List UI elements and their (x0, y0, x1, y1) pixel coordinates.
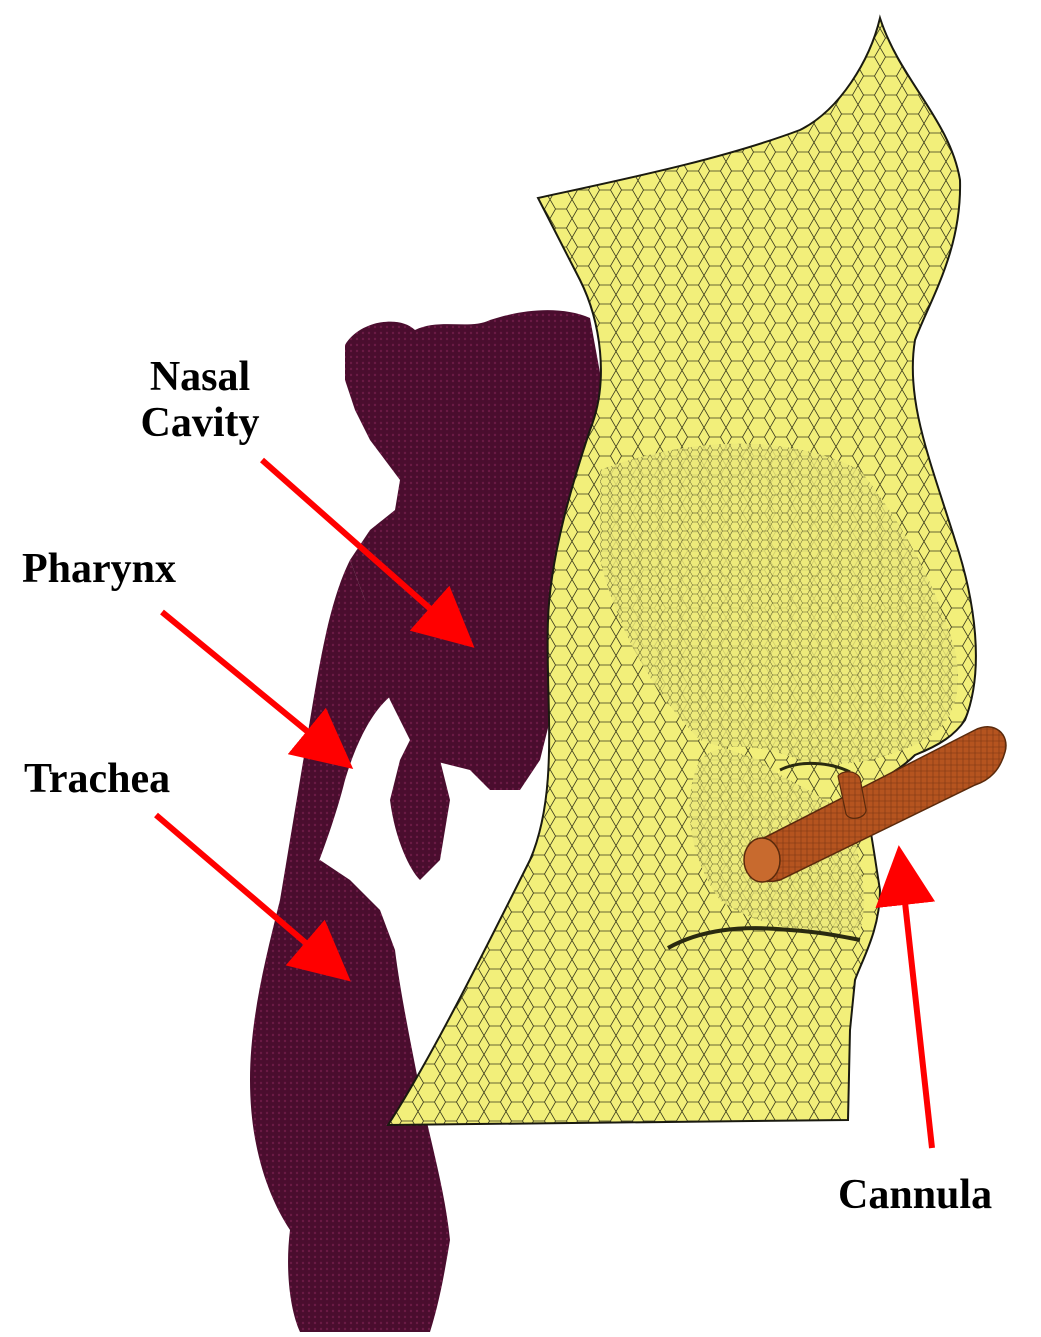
cannula-label: Cannula (838, 1172, 992, 1218)
nasal-cavity-label-line2: Cavity (136, 400, 264, 446)
trachea-label: Trachea (24, 756, 170, 802)
arrow-icon (902, 875, 932, 1148)
nasal-cavity-label-line1: Nasal (136, 354, 264, 400)
arrow-icon (162, 612, 330, 750)
nasal-cavity-label: Nasal Cavity (136, 354, 264, 446)
pharynx-label: Pharynx (22, 546, 176, 592)
cannula-end (744, 838, 780, 882)
